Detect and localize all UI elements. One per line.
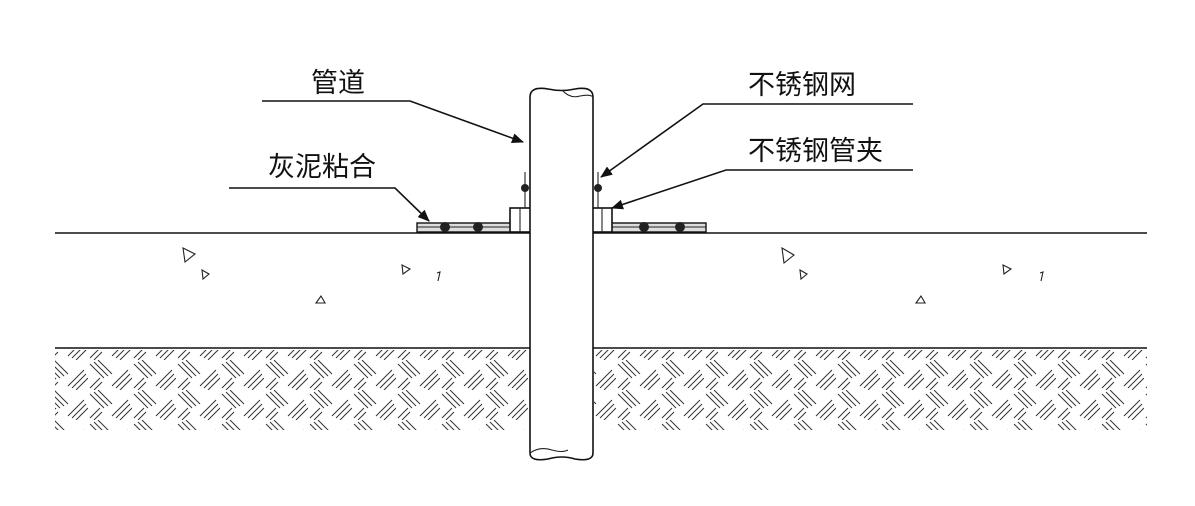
leader-lines (229, 100, 913, 222)
label-pipe: 管道 (311, 68, 365, 99)
pipe (529, 87, 594, 461)
mortar-bed (416, 222, 707, 233)
mesh-ties (521, 172, 602, 208)
label-mortar: 灰泥粘合 (268, 152, 376, 183)
label-clamp: 不锈钢管夹 (748, 136, 883, 167)
soil-layer (55, 350, 1147, 432)
concrete-aggregate-marks (182, 246, 1044, 304)
label-mesh: 不锈钢网 (748, 70, 856, 101)
